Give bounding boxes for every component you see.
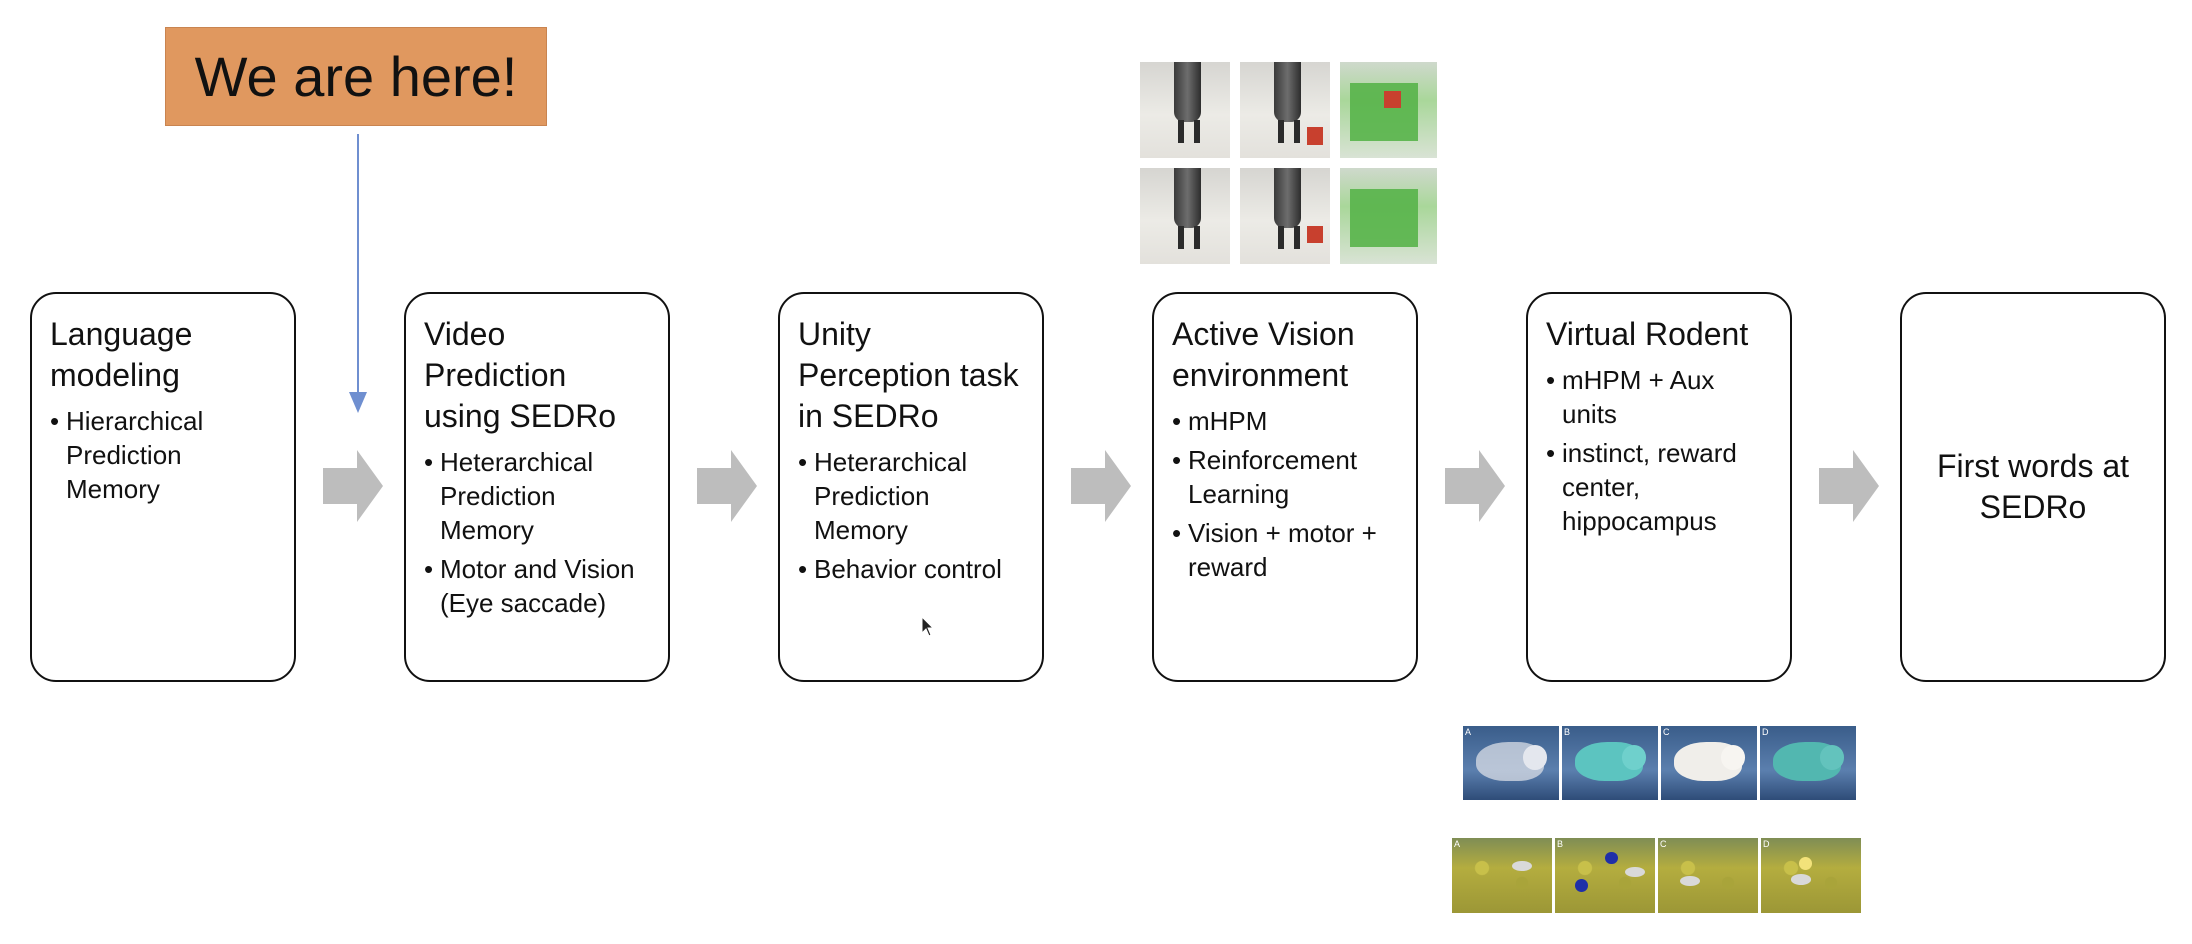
robot-arm-image [1140,62,1230,158]
stage-bullet-list: •Hierarchical Prediction Memory [50,404,276,506]
rodent-skeleton-image: A [1463,726,1559,800]
rodent-model-image-row: A B C D [1463,726,1856,800]
bullet-symbol: • [1172,406,1182,436]
stage-virtual-rodent: Virtual Rodent •mHPM + Aux units •instin… [1526,292,1792,682]
stage-title: Video Prediction using SEDRo [424,316,617,434]
panel-letter: A [1454,839,1461,849]
stage-bullet: •instinct, reward center, hippocampus [1546,436,1772,538]
robot-arm-image [1240,62,1330,158]
bullet-text: Vision + motor + reward [1188,518,1377,582]
stage-title: Language modeling [50,316,193,393]
callout-text: We are here! [194,45,518,108]
mouse-cursor-icon [921,616,935,637]
we-are-here-callout: We are here! [165,27,547,126]
panel-letter: C [1660,839,1667,849]
stage-bullet-list: •Heterarchical Prediction Memory •Behavi… [798,445,1024,586]
bullet-symbol: • [1172,518,1182,548]
bullet-text: instinct, reward center, hippocampus [1562,438,1737,536]
stage-bullet: •Heterarchical Prediction Memory [424,445,650,547]
robot-arm-image [1240,168,1330,264]
rodent-arena-image: D [1761,838,1861,913]
stage-bullet: •Heterarchical Prediction Memory [798,445,1024,547]
stage-bullet-list: •mHPM + Aux units •instinct, reward cent… [1546,363,1772,538]
stage-title: Unity Perception task in SEDRo [798,316,1019,434]
bullet-text: Heterarchical Prediction Memory [440,447,594,545]
bullet-symbol: • [424,447,434,477]
flow-arrow [1071,450,1131,522]
rodent-arena-image: C [1658,838,1758,913]
flow-arrow [1819,450,1879,522]
bullet-symbol: • [1546,365,1556,395]
rodent-arena-image: A [1452,838,1552,913]
panel-letter: D [1762,727,1769,737]
stage-bullet: •Motor and Vision (Eye saccade) [424,552,650,620]
panel-letter: C [1663,727,1670,737]
stage-bullet: •Vision + motor + reward [1172,516,1398,584]
stage-video-prediction: Video Prediction using SEDRo •Heterarchi… [404,292,670,682]
stage-title: Virtual Rodent [1546,316,1749,352]
panel-letter: D [1763,839,1770,849]
bullet-text: Heterarchical Prediction Memory [814,447,968,545]
pointer-arrow [349,134,367,413]
stage-bullet: •mHPM [1172,404,1398,438]
bullet-text: Hierarchical Prediction Memory [66,406,204,504]
stage-title: First words at SEDRo [1936,448,2130,525]
bullet-symbol: • [1546,438,1556,468]
stage-bullet: •Hierarchical Prediction Memory [50,404,276,506]
bullet-symbol: • [798,447,808,477]
stage-bullet-list: •mHPM •Reinforcement Learning •Vision + … [1172,404,1398,584]
robot-arm-image [1340,62,1437,158]
panel-letter: B [1557,839,1564,849]
stage-bullet: •Reinforcement Learning [1172,443,1398,511]
stage-bullet: •Behavior control [798,552,1024,586]
panel-letter: B [1564,727,1571,737]
panel-letter: A [1465,727,1472,737]
rodent-collision-image: D [1760,726,1856,800]
bullet-symbol: • [798,554,808,584]
stage-unity-perception: Unity Perception task in SEDRo •Heterarc… [778,292,1044,682]
robot-arm-image [1140,168,1230,264]
rodent-arena-image: B [1555,838,1655,913]
flow-arrow [1445,450,1505,522]
robot-arm-image-grid [1140,62,1437,264]
rodent-skin-image: C [1661,726,1757,800]
stage-bullet: •mHPM + Aux units [1546,363,1772,431]
bullet-text: mHPM [1188,406,1268,436]
bullet-symbol: • [50,406,60,436]
stage-title: Active Vision environment [1172,316,1355,393]
flow-arrow [323,450,383,522]
stage-language-modeling: Language modeling •Hierarchical Predicti… [30,292,296,682]
stage-first-words: First words at SEDRo [1900,292,2166,682]
bullet-text: Behavior control [814,554,1002,584]
rodent-muscle-image: B [1562,726,1658,800]
rodent-arena-image-row: A B C D [1452,838,1861,913]
bullet-text: Reinforcement Learning [1188,445,1358,509]
flow-arrow [697,450,757,522]
bullet-symbol: • [424,554,434,584]
bullet-text: mHPM + Aux units [1562,365,1715,429]
stage-bullet-list: •Heterarchical Prediction Memory •Motor … [424,445,650,620]
bullet-symbol: • [1172,445,1182,475]
robot-arm-image [1340,168,1437,264]
stage-active-vision: Active Vision environment •mHPM •Reinfor… [1152,292,1418,682]
bullet-text: Motor and Vision (Eye saccade) [440,554,635,618]
